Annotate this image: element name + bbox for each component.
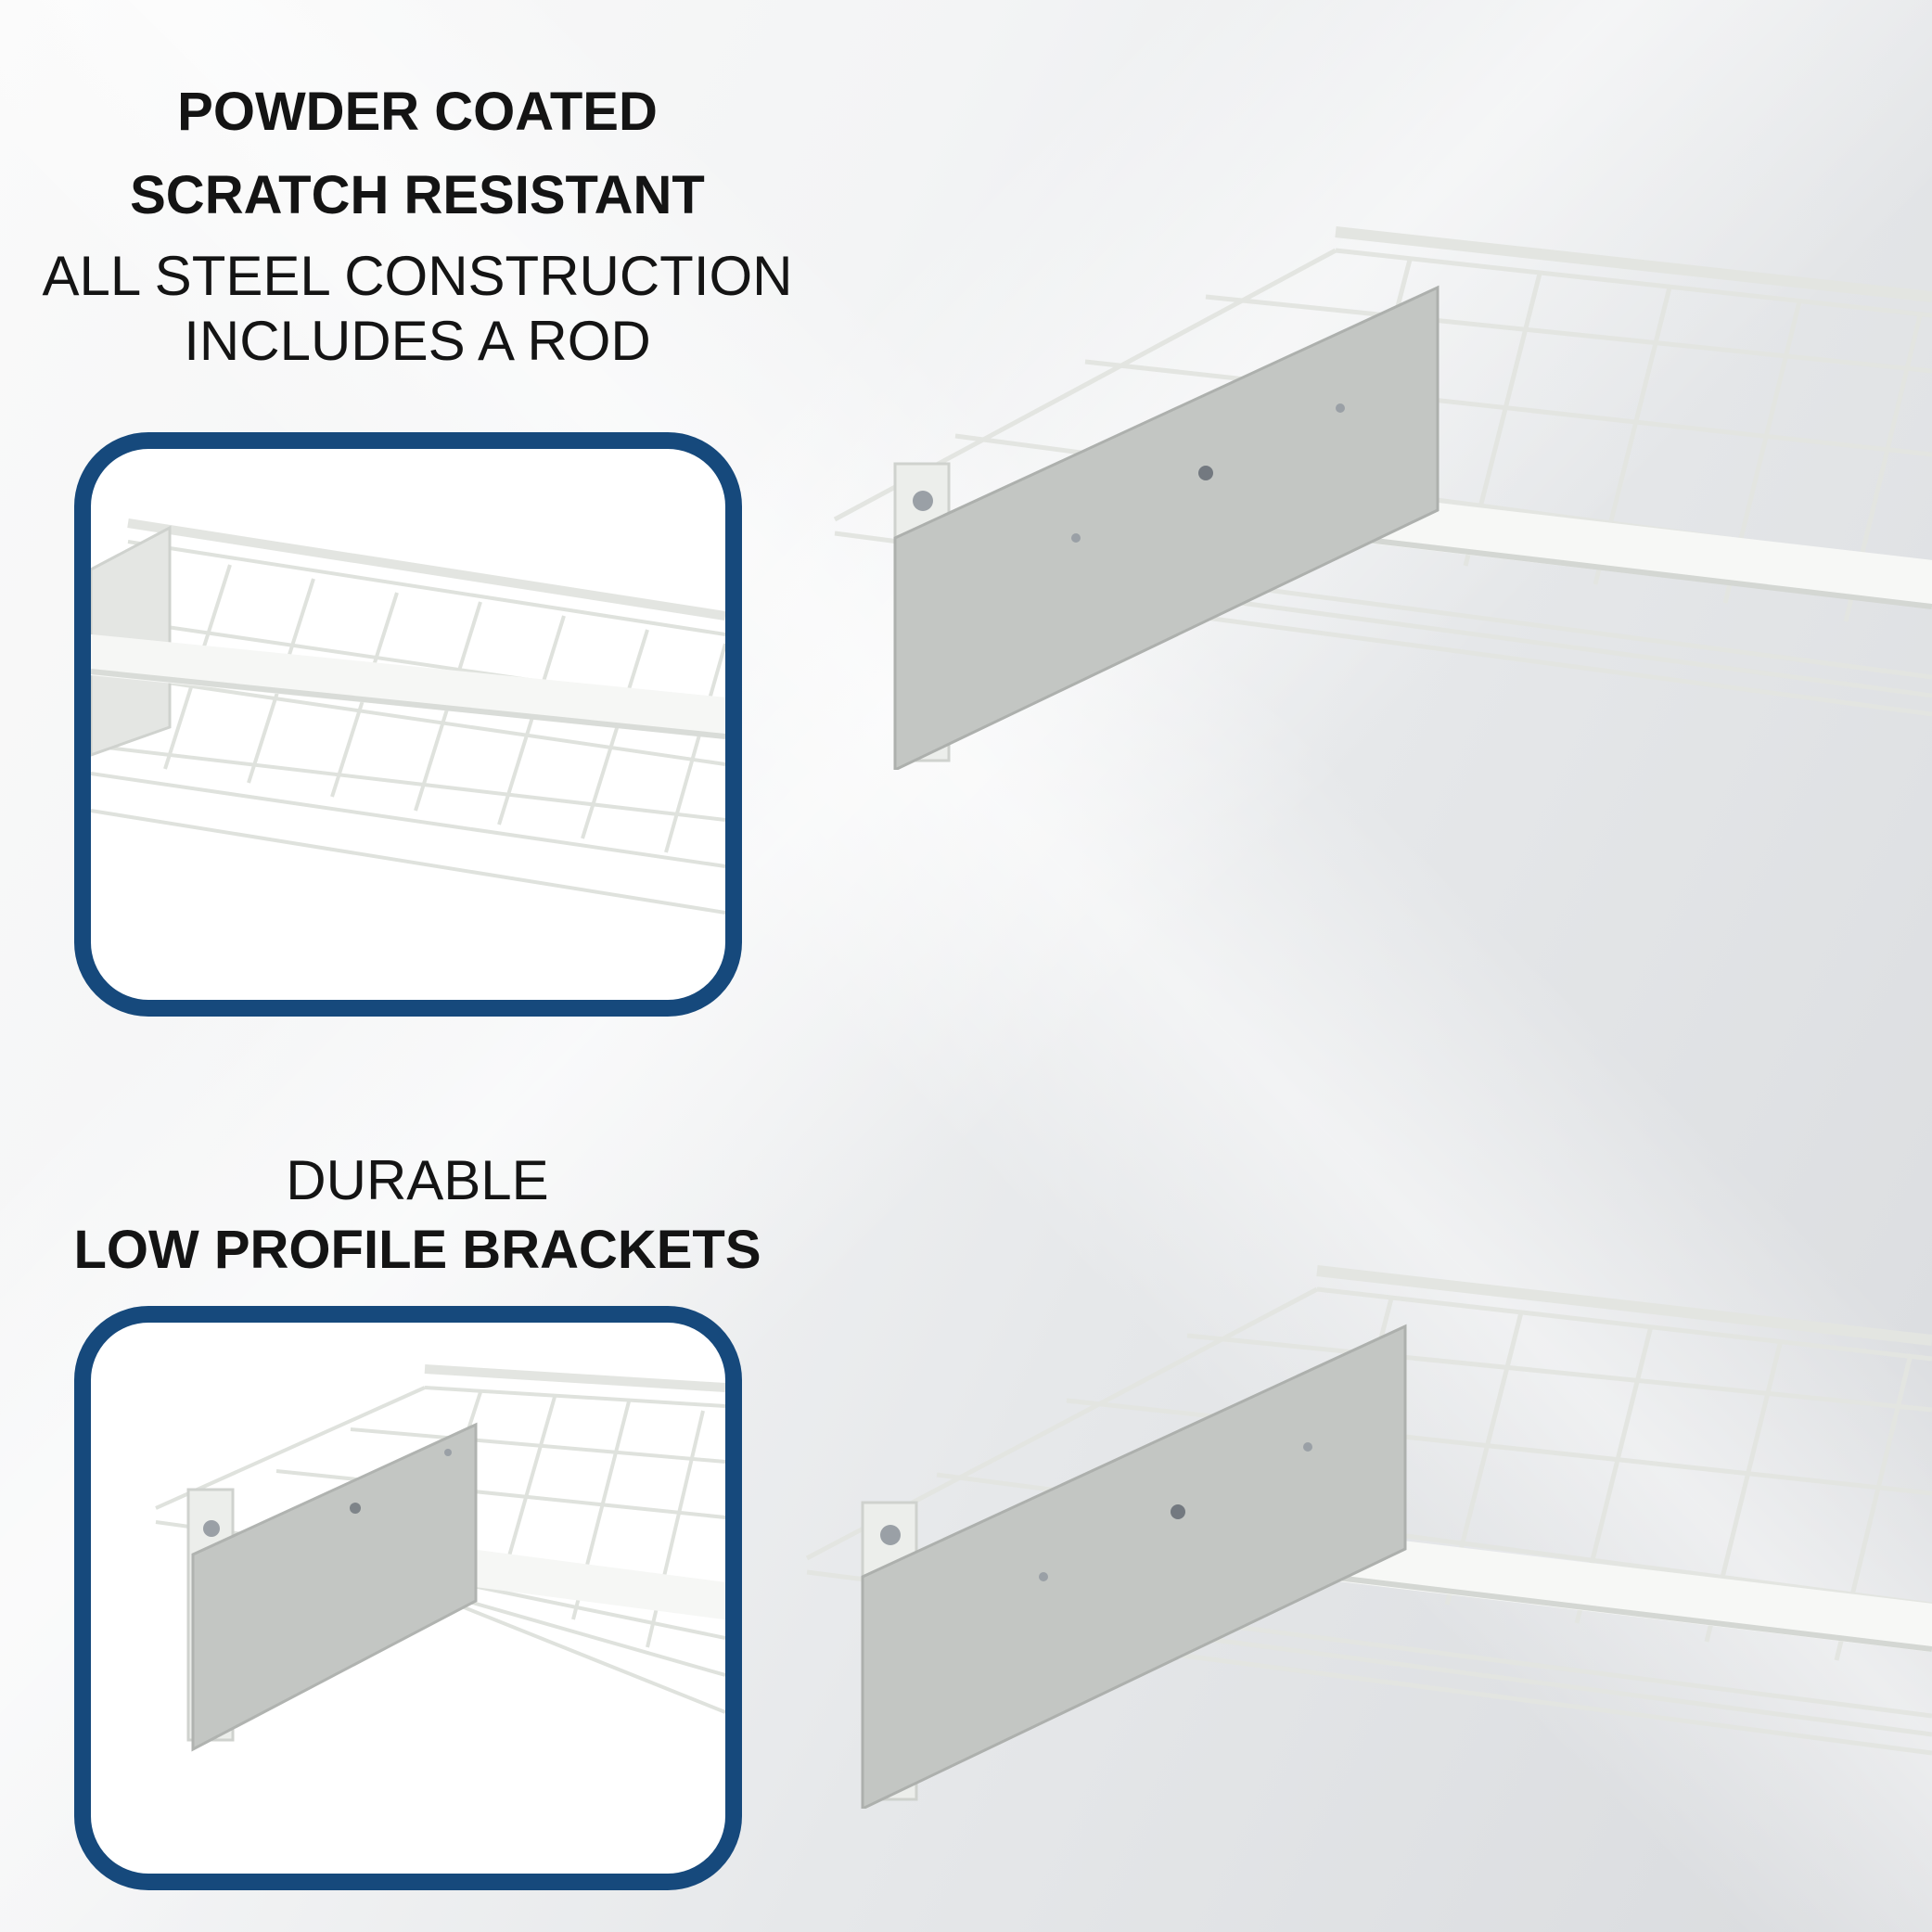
- shelf-top-image: [816, 213, 1932, 770]
- feature-includes-rod: INCLUDES A ROD: [184, 310, 651, 372]
- bracket-detail-frame: [74, 1306, 742, 1890]
- feature-durable: DURABLE: [286, 1149, 549, 1211]
- feature-all-steel: ALL STEEL CONSTRUCTION: [42, 245, 793, 307]
- rod-detail-image: [91, 518, 725, 915]
- feature-low-profile-brackets: LOW PROFILE BRACKETS: [73, 1220, 761, 1280]
- feature-list-bottom: DURABLE LOW PROFILE BRACKETS: [0, 1153, 835, 1277]
- feature-powder-coated: POWDER COATED: [177, 82, 658, 142]
- rod-detail-frame: [74, 432, 742, 1017]
- feature-scratch-resistant: SCRATCH RESISTANT: [130, 165, 705, 225]
- shelf-bottom-image: [798, 1252, 1932, 1809]
- bracket-detail-image: [155, 1364, 725, 1752]
- feature-list-top: POWDER COATED SCRATCH RESISTANT ALL STEE…: [0, 85, 835, 369]
